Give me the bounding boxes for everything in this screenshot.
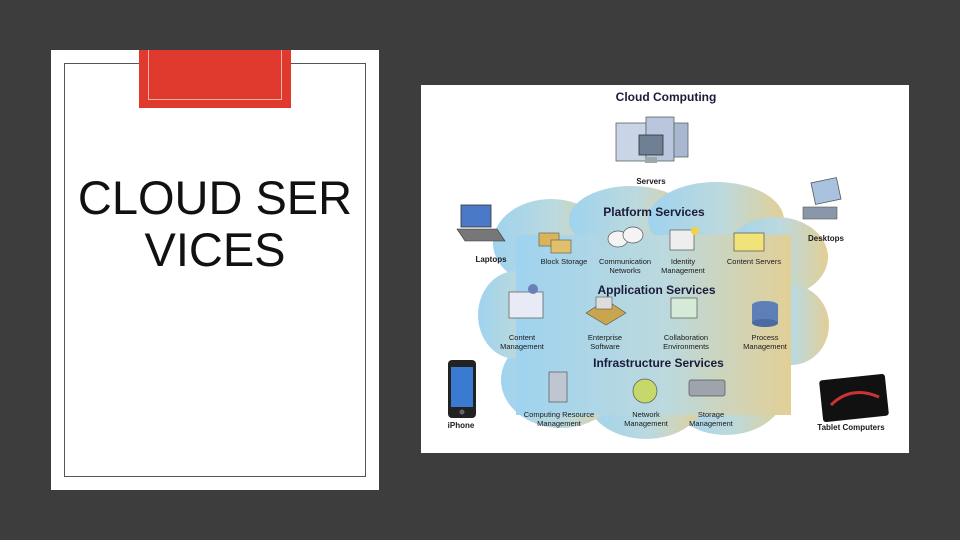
desktops-label: Desktops [807, 234, 844, 243]
iphone-icon [448, 360, 476, 418]
communication-networks-label: Communication Networks [598, 257, 652, 275]
laptops-icon [456, 204, 506, 242]
desktops-icon [802, 177, 842, 220]
servers-label: Servers [636, 177, 666, 186]
storage-management-label: Storage Management [689, 410, 733, 428]
servers-icon [615, 116, 689, 163]
content-management-icon [508, 284, 544, 319]
collaboration-environments-icon [670, 297, 698, 319]
application-services-header: Application Services [597, 283, 716, 297]
network-management-icon [632, 378, 658, 404]
tablet-computers-label: Tablet Computers [817, 423, 885, 432]
content-servers-icon [733, 232, 765, 252]
diagram-title: Cloud Computing [615, 90, 717, 104]
process-management-icon [752, 301, 778, 327]
platform-services-header: Platform Services [603, 205, 705, 219]
cloud-computing-diagram: Cloud Computing Servers Laptops Desktops… [421, 85, 909, 453]
laptops-label: Laptops [475, 255, 507, 264]
enterprise-software-label: Enterprise Software [587, 333, 623, 351]
slide-title: CLOUD SERVICES [77, 171, 353, 276]
identity-management-icon [669, 227, 699, 251]
content-management-label: Content Management [500, 333, 544, 351]
red-tab-line [148, 50, 282, 100]
identity-management-label: Identity Management [661, 257, 705, 275]
enterprise-software-icon [585, 296, 627, 326]
block-storage-icon [538, 232, 572, 254]
content-servers-label: Content Servers [726, 257, 782, 266]
storage-management-icon [688, 379, 726, 397]
block-storage-label: Block Storage [540, 257, 588, 266]
computing-resource-management-label: Computing Resource Management [523, 410, 595, 428]
red-tab-accent [139, 50, 291, 108]
network-management-label: Network Management [624, 410, 668, 428]
diagram-graphics [448, 116, 889, 439]
infrastructure-services-header: Infrastructure Services [593, 356, 724, 370]
collaboration-environments-label: Collaboration Environments [663, 333, 709, 351]
communication-networks-icon [607, 226, 644, 248]
tablet-icon [819, 373, 889, 423]
title-card: CLOUD SERVICES [51, 50, 379, 490]
iphone-label: iPhone [447, 421, 475, 430]
computing-resource-icon [548, 371, 568, 403]
process-management-label: Process Management [743, 333, 787, 351]
